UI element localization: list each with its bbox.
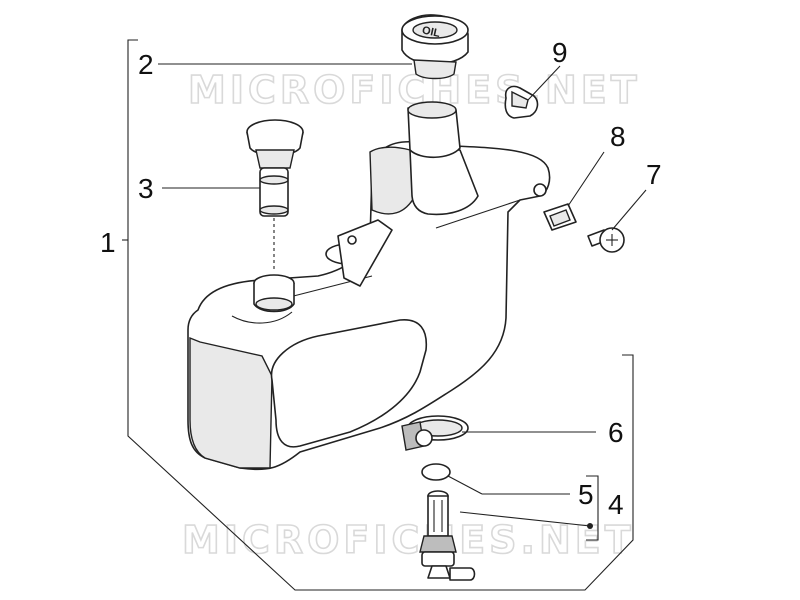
leader-4-dot	[587, 523, 593, 529]
screw-7	[587, 227, 625, 253]
o-ring-5	[421, 463, 451, 481]
leader-9	[527, 65, 561, 101]
callout-4: 4	[608, 489, 624, 520]
leader-7	[611, 189, 647, 231]
callout-3: 3	[138, 173, 154, 204]
cap-oil-label: OIL	[421, 24, 442, 40]
callout-5: 5	[578, 479, 594, 510]
callout-1: 1	[100, 227, 116, 258]
oil-cap: OIL	[401, 14, 469, 80]
filter-outlet-4	[419, 490, 591, 581]
hose-clamp-6	[401, 415, 469, 451]
dipstick-plug	[246, 119, 304, 217]
oil-tank	[187, 101, 551, 471]
callout-6: 6	[608, 417, 624, 448]
callout-8: 8	[610, 121, 626, 152]
bracket-5-4	[586, 475, 599, 541]
callout-7: 7	[646, 159, 662, 190]
clip-9	[504, 85, 539, 119]
speed-nut-8	[543, 203, 577, 231]
callout-2: 2	[138, 49, 154, 80]
watermark-bottom: MICROFICHES.NET	[182, 518, 635, 562]
leader-8	[567, 151, 605, 207]
assembly-bracket-1	[127, 39, 634, 591]
callout-9: 9	[552, 37, 568, 68]
leader-5a	[447, 475, 483, 495]
